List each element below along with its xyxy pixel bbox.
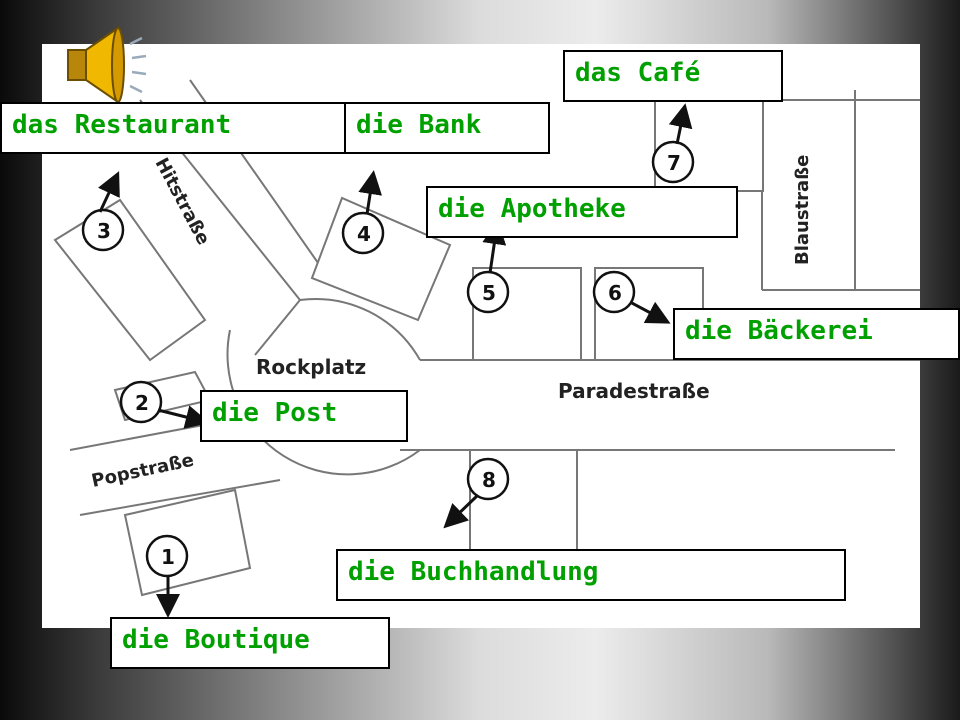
arrow-5 <box>482 220 507 274</box>
marker-2-number: 2 <box>135 391 149 415</box>
arrow-8 <box>443 493 480 529</box>
marker-3-number: 3 <box>97 219 111 243</box>
street-lines <box>69 79 920 516</box>
marker-8-number: 8 <box>482 468 496 492</box>
label-baeckerei: die Bäckerei <box>673 308 960 360</box>
marker-5 <box>466 270 510 314</box>
street-label-paradestrasse: Paradestraße <box>558 379 710 403</box>
marker-7 <box>651 140 695 184</box>
marker-5-number: 5 <box>482 281 496 305</box>
marker-1-number: 1 <box>161 545 175 569</box>
square-label-rockplatz: Rockplatz <box>256 355 366 379</box>
markers <box>81 140 695 578</box>
marker-8 <box>466 457 510 501</box>
label-post: die Post <box>200 390 408 442</box>
street-label-blaustrasse: Blaustraße <box>792 155 813 265</box>
label-buchhandlung: die Buchhandlung <box>336 549 846 601</box>
arrow-2 <box>157 405 210 429</box>
label-bank: die Bank <box>344 102 550 154</box>
label-boutique: die Boutique <box>110 617 390 669</box>
speaker-icon[interactable] <box>60 22 160 112</box>
marker-6-number: 6 <box>608 281 622 305</box>
arrow-6 <box>629 300 671 324</box>
arrows <box>98 103 693 618</box>
marker-2 <box>119 380 163 424</box>
marker-3 <box>81 208 125 252</box>
arrow-3 <box>98 171 120 213</box>
arrow-7 <box>668 103 693 145</box>
label-cafe: das Café <box>563 50 783 102</box>
arrow-4 <box>358 170 383 215</box>
marker-4 <box>341 211 385 255</box>
label-restaurant: das Restaurant <box>0 102 348 154</box>
marker-7-number: 7 <box>667 151 681 175</box>
marker-4-number: 4 <box>357 222 371 246</box>
speaker-icon-graphic <box>67 26 147 104</box>
label-apotheke: die Apotheke <box>426 186 738 238</box>
marker-6 <box>592 270 636 314</box>
